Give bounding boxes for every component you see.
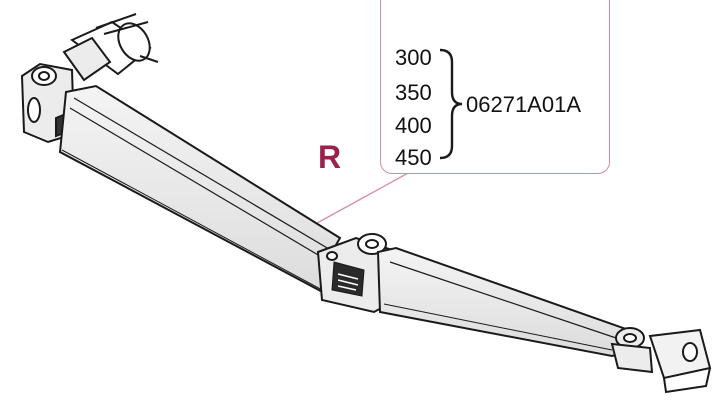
side-label: R (318, 139, 342, 175)
main-arm-section (58, 84, 342, 298)
fiamma-logo-plate (331, 261, 365, 297)
end-hinge-clamp (610, 327, 712, 394)
size-350: 350 (395, 80, 432, 105)
outer-arm-section (376, 246, 642, 358)
callout-box (380, 0, 610, 174)
size-400: 400 (395, 113, 432, 138)
part-number: 06271A01A (466, 92, 581, 117)
size-450: 450 (395, 145, 432, 170)
top-mount-bracket (62, 13, 159, 82)
size-300: 300 (395, 45, 432, 70)
